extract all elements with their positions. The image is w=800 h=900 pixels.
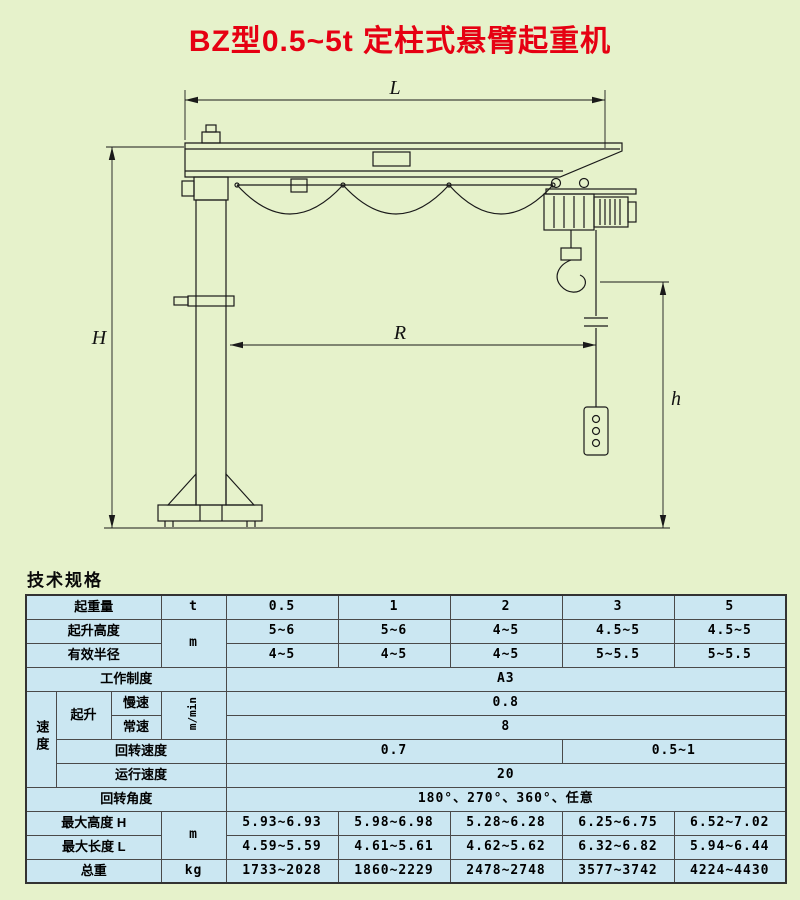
dimension-arrows [108, 96, 667, 528]
value-cell: 4~5 [337, 642, 451, 668]
section-heading: 技术规格 [27, 571, 103, 590]
value-cell: 6.32~6.82 [561, 834, 675, 860]
cable-trolley [290, 178, 308, 193]
dim-label-h: h [671, 388, 681, 410]
value-cell: 5.94~6.44 [673, 834, 787, 860]
dim-label-H: H [91, 327, 108, 349]
value-cell: 5~5.5 [561, 642, 675, 668]
hoist-trolley [543, 177, 637, 231]
pivot-cap [201, 124, 221, 144]
value-cell: 4.62~5.62 [449, 834, 563, 860]
value-cell: 4~5 [225, 642, 339, 668]
dimension-lines [104, 90, 670, 529]
row-travel-speed: 运行速度 20 [26, 762, 787, 788]
value-cell: 6.52~7.02 [673, 810, 787, 836]
unit-cell: m [160, 810, 227, 860]
row-label: 常速 [110, 714, 162, 740]
row-label: 起升 [55, 690, 112, 740]
speed-group-label: 速度 [25, 690, 57, 788]
value-cell: 180°、270°、360°、任意 [225, 786, 787, 812]
row-speed-normal: 常速 8 [26, 714, 787, 740]
value-cell: 5.93~6.93 [225, 810, 339, 836]
value-cell: 3 [561, 594, 675, 620]
value-cell: 0.8 [225, 690, 787, 716]
value-cell: 6.25~6.75 [561, 810, 675, 836]
row-label: 最大高度 H [25, 810, 162, 836]
row-label: 起升高度 [25, 618, 162, 644]
value-cell: 1733~2028 [225, 858, 339, 884]
row-duty: 工作制度 A3 [25, 666, 787, 692]
value-cell: 0.5~1 [561, 738, 787, 764]
row-total-weight: 总重 kg 1733~2028 1860~2229 2478~2748 3577… [25, 858, 787, 884]
value-cell: A3 [225, 666, 787, 692]
row-radius: 有效半径 4~5 4~5 4~5 5~5.5 5~5.5 [25, 642, 787, 668]
value-cell: 8 [225, 714, 787, 740]
value-cell: 2 [449, 594, 563, 620]
row-label: 工作制度 [25, 666, 227, 692]
row-label: 慢速 [110, 690, 162, 716]
row-capacity: 起重量 t 0.5 1 2 3 5 [25, 594, 787, 620]
row-label: 最大长度 L [25, 834, 162, 860]
row-label: 有效半径 [25, 642, 162, 668]
value-cell: 20 [225, 762, 787, 788]
jib-arm [184, 142, 623, 178]
value-cell: 5~6 [337, 618, 451, 644]
row-label: 运行速度 [55, 762, 227, 788]
dim-label-R: R [393, 322, 406, 344]
row-label: 起重量 [25, 594, 162, 620]
row-label: 回转速度 [55, 738, 227, 764]
row-speed-slow: 速度 起升 慢速 m/min 0.8 [25, 690, 787, 788]
value-cell: 4.5~5 [561, 618, 675, 644]
dim-label-L: L [388, 77, 400, 99]
value-cell: 2478~2748 [449, 858, 563, 884]
row-label: 总重 [25, 858, 162, 884]
value-cell: 4.5~5 [673, 618, 787, 644]
dimension-labels: L H R h [91, 77, 681, 410]
value-cell: 0.7 [225, 738, 563, 764]
value-cell: 4.59~5.59 [225, 834, 339, 860]
value-cell: 1 [337, 594, 451, 620]
hook [556, 230, 586, 293]
value-cell: 3577~3742 [561, 858, 675, 884]
hoist-motor [593, 196, 629, 228]
base [157, 472, 263, 527]
value-cell: 4.61~5.61 [337, 834, 451, 860]
value-cell: 4~5 [449, 618, 563, 644]
unit-cell: t [160, 594, 227, 620]
unit-cell: m/min [160, 690, 227, 740]
unit-cell: m [160, 618, 227, 668]
festoon-cables [234, 178, 556, 215]
value-cell: 5~5.5 [673, 642, 787, 668]
row-max-height: 最大高度 H m 5.93~6.93 5.98~6.98 5.28~6.28 6… [25, 810, 787, 860]
value-cell: 5.28~6.28 [449, 810, 563, 836]
row-label: 回转角度 [25, 786, 227, 812]
row-slew-angle: 回转角度 180°、270°、360°、任意 [25, 786, 787, 812]
value-cell: 0.5 [225, 594, 339, 620]
value-cell: 5~6 [225, 618, 339, 644]
unit-cell: kg [160, 858, 227, 884]
value-cell: 4~5 [449, 642, 563, 668]
spec-table: 起重量 t 0.5 1 2 3 5 起升高度 m 5~6 5~6 4~5 4.5… [25, 594, 788, 884]
page-title: BZ型0.5~5t 定柱式悬臂起重机 [188, 25, 612, 58]
value-cell: 1860~2229 [337, 858, 451, 884]
column [173, 176, 235, 506]
row-max-length: 最大长度 L 4.59~5.59 4.61~5.61 4.62~5.62 6.3… [25, 834, 787, 860]
value-cell: 5.98~6.98 [337, 810, 451, 836]
crane-drawing: L H R h [91, 77, 681, 529]
value-cell: 4224~4430 [673, 858, 787, 884]
row-slew-speed: 回转速度 0.7 0.5~1 [26, 738, 787, 764]
value-cell: 5 [673, 594, 787, 620]
pendant-control [583, 230, 609, 456]
row-lift-height: 起升高度 m 5~6 5~6 4~5 4.5~5 4.5~5 [25, 618, 787, 668]
